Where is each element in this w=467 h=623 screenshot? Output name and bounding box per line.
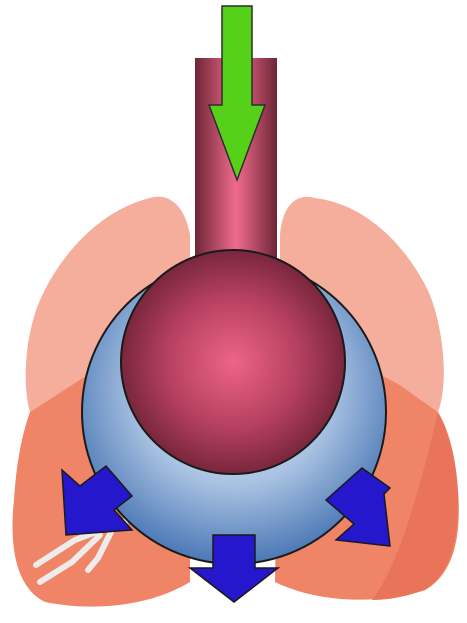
heart-sphere [121,250,345,474]
